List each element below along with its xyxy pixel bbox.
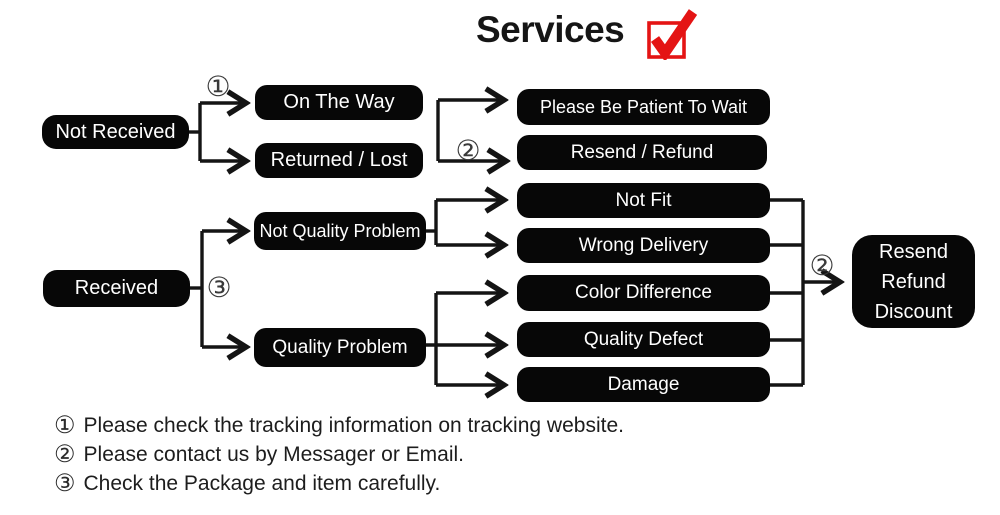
note-item: ① Please check the tracking information … xyxy=(54,414,624,438)
node-not-quality-problem: Not Quality Problem xyxy=(254,212,426,250)
note-item: ③ Check the Package and item carefully. xyxy=(54,472,624,496)
node-not-fit: Not Fit xyxy=(517,183,770,218)
note-2-marker-icon: ② xyxy=(54,441,76,468)
node-returned-lost: Returned / Lost xyxy=(255,143,423,178)
node-quality-defect: Quality Defect xyxy=(517,322,770,357)
final-line: Refund xyxy=(881,270,946,293)
node-quality-problem: Quality Problem xyxy=(254,328,426,367)
flow-marker-2-top-icon: ② xyxy=(455,135,481,166)
node-resend-refund: Resend / Refund xyxy=(517,135,767,170)
node-received: Received xyxy=(43,270,190,307)
node-resend-refund-discount: Resend Refund Discount xyxy=(852,235,975,328)
flow-marker-1-icon: ① xyxy=(205,71,231,102)
title-row: Services xyxy=(476,8,700,60)
final-line: Resend xyxy=(879,240,948,263)
node-wrong-delivery: Wrong Delivery xyxy=(517,228,770,263)
note-item: ② Please contact us by Messager or Email… xyxy=(54,443,624,467)
note-3-marker-icon: ③ xyxy=(54,470,76,497)
flow-marker-2-right-icon: ② xyxy=(809,250,835,281)
node-on-the-way: On The Way xyxy=(255,85,423,120)
final-line: Discount xyxy=(874,300,953,323)
node-please-be-patient: Please Be Patient To Wait xyxy=(517,89,770,125)
footnotes: ① Please check the tracking information … xyxy=(54,414,624,496)
node-not-received: Not Received xyxy=(42,115,189,149)
note-2-text: Please contact us by Messager or Email. xyxy=(83,443,465,466)
note-1-text: Please check the tracking information on… xyxy=(83,414,624,437)
note-1-marker-icon: ① xyxy=(54,412,76,439)
node-color-difference: Color Difference xyxy=(517,275,770,311)
node-damage: Damage xyxy=(517,367,770,402)
checked-checkbox-icon xyxy=(647,9,698,60)
flow-marker-3-icon: ③ xyxy=(206,272,232,303)
page-title: Services xyxy=(476,9,625,50)
note-3-text: Check the Package and item carefully. xyxy=(83,472,441,495)
